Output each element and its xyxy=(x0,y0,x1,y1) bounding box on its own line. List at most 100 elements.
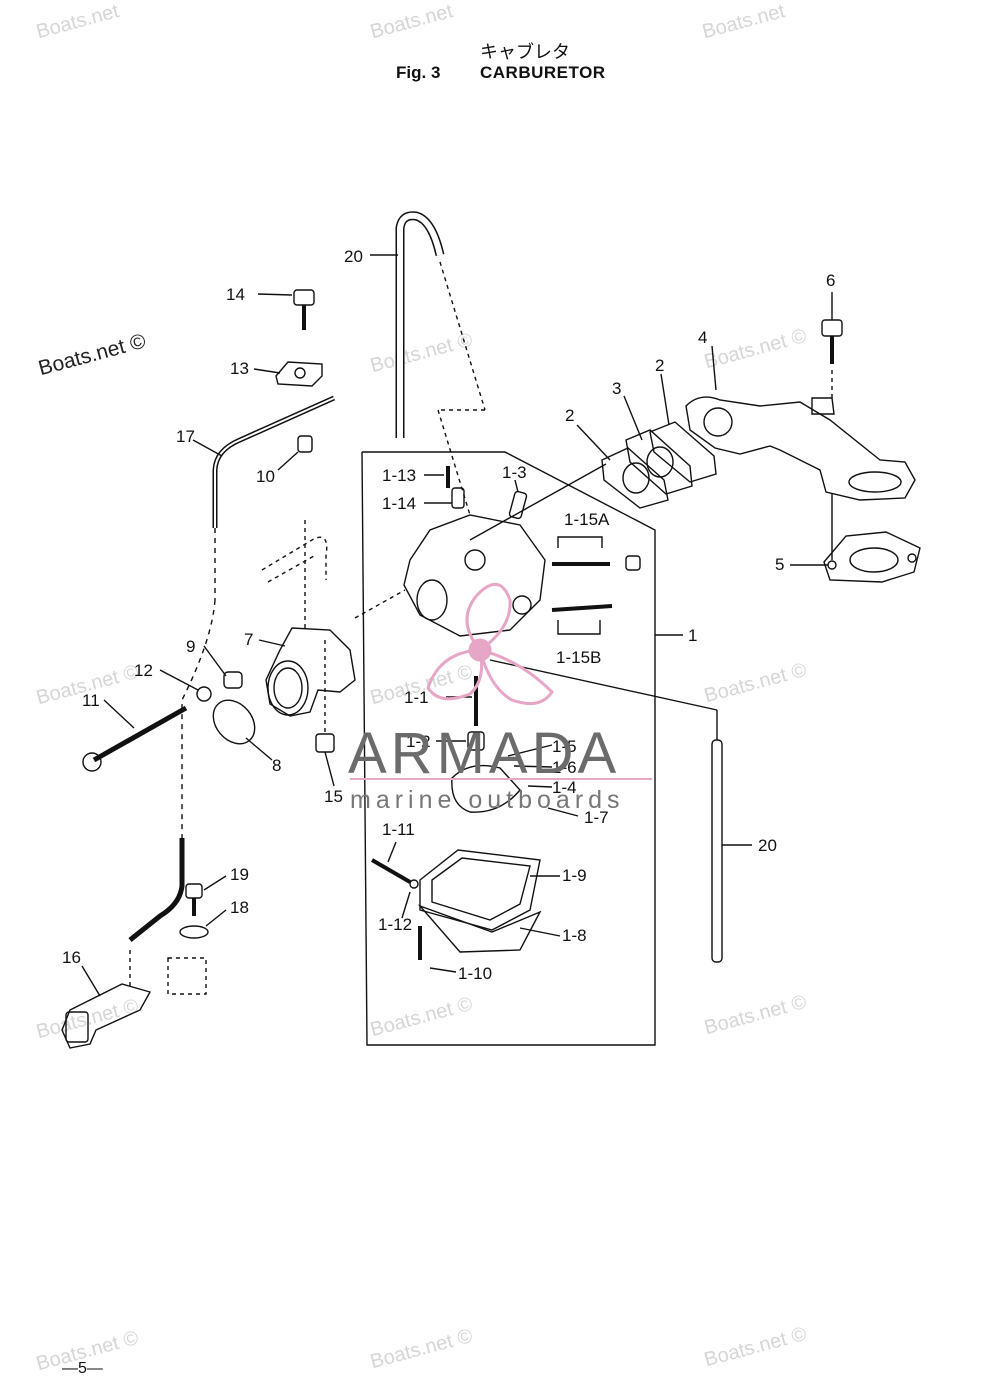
callout-label: 7 xyxy=(244,630,253,649)
leader-line xyxy=(429,967,457,973)
callout-label: 1-9 xyxy=(562,866,587,885)
fuel-hose-upper xyxy=(395,211,445,438)
leader-line xyxy=(660,373,670,426)
gasket-5-hole xyxy=(849,547,899,573)
jet-1-3 xyxy=(508,490,528,520)
dashed-guide xyxy=(167,957,207,995)
fuel-hose-lower xyxy=(711,739,723,963)
float-1-4 xyxy=(451,764,521,813)
leader-line xyxy=(489,659,718,711)
callout-label: 18 xyxy=(230,898,249,917)
callout-label: 1 xyxy=(688,626,697,645)
leader-line xyxy=(514,479,519,493)
intake-opening xyxy=(267,660,309,716)
leader-line xyxy=(253,368,281,374)
callout-label: 1-12 xyxy=(378,915,412,934)
gasket-1-9 xyxy=(419,849,541,931)
carburetor-body xyxy=(403,514,546,637)
leader-line xyxy=(159,669,199,691)
callout-label: 1-2 xyxy=(406,732,431,751)
spring-1-12 xyxy=(409,879,419,889)
callout-label: 16 xyxy=(62,948,81,967)
bushing-10 xyxy=(297,435,313,453)
callout-label: 2 xyxy=(565,406,574,425)
dashed-guide xyxy=(354,589,406,619)
dashed-guide xyxy=(261,536,328,580)
leader-line xyxy=(519,927,561,937)
callout-label: 5 xyxy=(775,555,784,574)
gasket-1-9-inner xyxy=(431,857,531,921)
gasket-5 xyxy=(823,531,921,583)
callout-label: 1-10 xyxy=(458,964,492,983)
manifold-flange xyxy=(848,471,902,493)
armada-logo-tagline: marine outboards xyxy=(350,786,625,814)
callout-label: 1-14 xyxy=(382,494,416,513)
intake-manifold-4 xyxy=(685,396,916,501)
choke-cable xyxy=(128,838,185,942)
collar-9 xyxy=(223,671,243,689)
callout-label: 19 xyxy=(230,865,249,884)
leader-line xyxy=(203,645,227,677)
callout-label: 8 xyxy=(272,756,281,775)
screw-14 xyxy=(293,289,315,306)
leader-line xyxy=(103,699,135,729)
screw-1-11 xyxy=(370,858,412,884)
callout-label: 20 xyxy=(758,836,777,855)
callout-label: 1-8 xyxy=(562,926,587,945)
callout-label: 15 xyxy=(324,787,343,806)
fuel-hose-upper-inner xyxy=(397,212,443,438)
callout-labels: 20 14 13 17 10 1-13 1-14 1-3 1-15A 6 4 3… xyxy=(62,247,835,983)
leader-line xyxy=(547,807,579,817)
callout-label: 1-7 xyxy=(584,808,609,827)
leader-line xyxy=(527,785,553,788)
clip-hole xyxy=(294,367,306,379)
screw-19 xyxy=(185,883,203,899)
dashed-guide xyxy=(267,555,315,583)
page-number: —5— xyxy=(62,1360,103,1377)
carburetor-boss xyxy=(464,549,486,571)
armada-logo-rule xyxy=(350,778,652,780)
leader-line xyxy=(387,841,397,863)
callout-label: 1-13 xyxy=(382,466,416,485)
throttle-cable-17 xyxy=(212,395,336,528)
figure-title: CARBURETOR xyxy=(480,63,606,82)
jet-1-2 xyxy=(467,731,485,751)
clip-13 xyxy=(275,361,323,387)
leader-line xyxy=(277,451,299,471)
manifold-port xyxy=(703,407,733,437)
gasket-2 xyxy=(601,447,669,509)
gasket-5-bolt-hole xyxy=(827,560,837,570)
armada-logo-text: ARMADA xyxy=(348,721,621,786)
nut-15 xyxy=(315,733,335,753)
callout-label: 20 xyxy=(344,247,363,266)
leader-line xyxy=(203,875,227,891)
figure-number: Fig. 3 xyxy=(396,63,441,82)
leader-line xyxy=(576,424,611,461)
assembly-box xyxy=(361,451,656,1046)
callout-label: 1-15B xyxy=(556,648,601,667)
bolt-11 xyxy=(92,705,188,763)
insulator-3-hole xyxy=(646,446,674,478)
float-bowl-1-8 xyxy=(417,904,542,953)
gasket-8 xyxy=(212,699,256,745)
leader-line xyxy=(469,463,607,541)
callout-label: 9 xyxy=(186,637,195,656)
callout-label: 1-1 xyxy=(404,688,429,707)
leader-line xyxy=(507,744,553,757)
callout-label: 1-5 xyxy=(552,737,577,756)
washer-18 xyxy=(179,925,209,939)
dashed-guide xyxy=(181,599,216,840)
bolt-6 xyxy=(821,319,843,337)
callout-label: 3 xyxy=(612,379,621,398)
screw-1-15b xyxy=(551,604,613,612)
gasket-5-bolt-hole xyxy=(907,553,917,563)
callout-label: 6 xyxy=(826,271,835,290)
leader-line xyxy=(245,737,273,761)
callout-label: 17 xyxy=(176,427,195,446)
callout-label: 2 xyxy=(655,356,664,375)
figure-title-japanese: キャブレタ xyxy=(480,42,570,63)
leader-line xyxy=(81,965,101,997)
choke-knob-16 xyxy=(61,983,152,1049)
bracket-1-15b xyxy=(557,620,601,635)
